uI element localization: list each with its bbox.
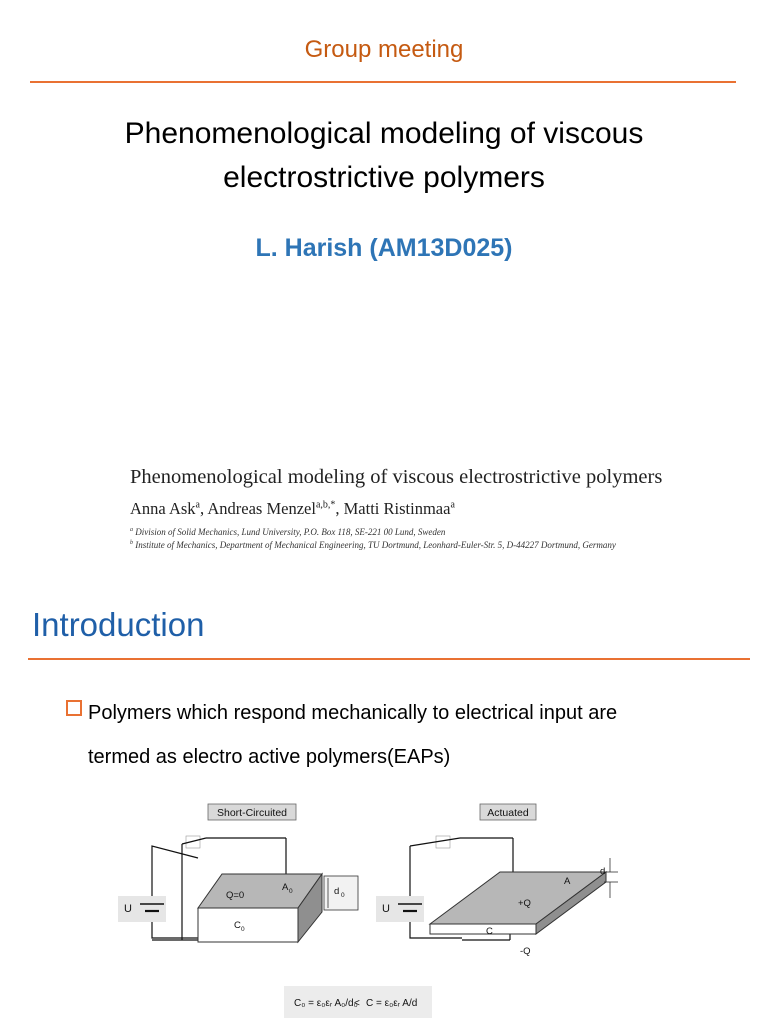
bullet-text-line-2: termed as electro active polymers(EAPs): [88, 746, 451, 768]
capacitance-formula-box: [284, 986, 432, 1018]
affiliation-a: a Division of Solid Mechanics, Lund Univ…: [130, 527, 760, 537]
author-name: Matti Ristinmaa: [343, 499, 451, 518]
paper-authors: Anna Aska, Andreas Menzela,b,*, Matti Ri…: [130, 499, 760, 519]
formula-left: C₀ = ε₀εᵣ A₀/d₀: [294, 998, 358, 1009]
left-voltage-label: U: [124, 903, 132, 915]
section-title: Introduction: [32, 606, 205, 643]
left-charge-label: Q=0: [226, 890, 244, 901]
formula-right: C = ε₀εᵣ A/d: [366, 998, 417, 1009]
affiliation-text: Institute of Mechanics, Department of Me…: [135, 540, 616, 550]
actuated-label-box: [479, 803, 537, 821]
left-area-label: A: [282, 882, 289, 893]
paper-title: Phenomenological modeling of viscous ele…: [130, 466, 663, 488]
actuated-label: Actuated: [487, 807, 529, 819]
left-area-subscript: 0: [289, 888, 293, 895]
right-battery-bg: [376, 896, 424, 922]
switch-left-icon: [185, 835, 201, 849]
slide-title-line-2: electrostrictive polymers: [223, 161, 545, 194]
affiliation-mark: a: [130, 527, 133, 533]
checkbox-bullet-icon: [66, 700, 82, 716]
slide-title: Phenomenological modeling of viscous ele…: [40, 112, 728, 200]
right-voltage-label: U: [382, 903, 390, 915]
formula-relation: <: [354, 998, 360, 1009]
left-capacitance-subscript: 0: [241, 926, 245, 933]
left-thickness-subscript: 0: [341, 892, 345, 899]
switch-left-blade: [181, 837, 207, 845]
presenter-name: L. Harish (AM13D025): [255, 234, 513, 262]
left-circuit-wire: [151, 845, 199, 939]
right-capacitance-label: C: [486, 926, 493, 937]
left-thickness-box: [323, 875, 359, 911]
left-polymer-front-face: [197, 907, 299, 943]
author-separator: ,: [200, 499, 208, 518]
eap-capacitor-diagram: Short-Circuited U Q=0 A 0 C 0 d 0 Actuat…: [118, 803, 618, 1018]
short-circuited-label: Short-Circuited: [217, 807, 287, 819]
right-charge-neg-label: -Q: [520, 946, 531, 957]
right-thickness-label: d: [600, 866, 605, 877]
affiliation-b: b Institute of Mechanics, Department of …: [130, 540, 760, 550]
bullet-text-line-1: Polymers which respond mechanically to e…: [88, 702, 618, 724]
slide-title-line-1: Phenomenological modeling of viscous: [124, 117, 644, 150]
slide-header: Group meeting: [304, 36, 464, 63]
right-polymer-front-face: [429, 923, 537, 935]
author-separator: ,: [335, 499, 344, 518]
affiliation-mark: b: [130, 540, 133, 546]
author-name: Andreas Menzel: [207, 499, 316, 518]
right-area-label: A: [564, 876, 571, 887]
author-affiliation-mark: a,b,*: [315, 499, 336, 511]
left-thickness-label: d: [334, 886, 339, 897]
paper-header-excerpt: Phenomenological modeling of viscous ele…: [130, 466, 760, 550]
section-divider: [28, 658, 750, 660]
left-battery-bg: [118, 896, 166, 922]
right-charge-pos-label: +Q: [518, 898, 531, 909]
header-divider: [30, 81, 736, 83]
short-circuited-label-box: [207, 803, 297, 821]
author-affiliation-mark: a: [195, 499, 200, 511]
left-capacitance-label: C: [234, 920, 241, 931]
right-circuit-wire: [409, 846, 462, 939]
switch-right-blade: [409, 837, 461, 847]
author-affiliation-mark: a: [450, 499, 455, 511]
author-name: Anna Ask: [130, 499, 196, 518]
affiliation-text: Division of Solid Mechanics, Lund Univer…: [135, 527, 446, 537]
